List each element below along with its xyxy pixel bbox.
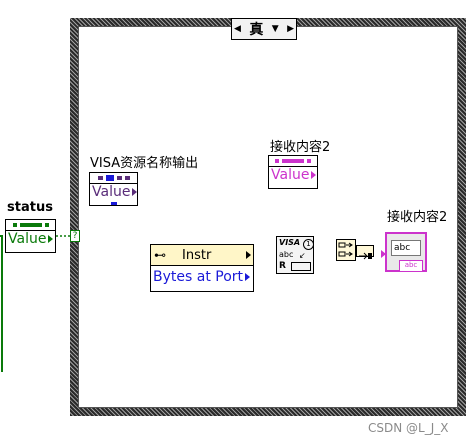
refnum-icon: ⊷: [154, 248, 166, 262]
case-selector[interactable]: ◀ 真 ▼ ▶: [231, 18, 297, 40]
visa-header-icon: [90, 173, 137, 184]
visa-name-value-node[interactable]: Value: [89, 172, 138, 206]
visa-read-node[interactable]: VISA 1 abc ↙ R: [276, 236, 314, 274]
indicator-type-badge: abc: [399, 260, 423, 272]
receive-indicator-node[interactable]: abc abc: [381, 232, 427, 272]
output-terminal-icon: [311, 171, 317, 179]
case-selector-value: 真: [249, 22, 264, 38]
status-header-icon: [6, 220, 55, 231]
receive-value-text: Value: [271, 167, 310, 183]
case-selector-tunnel[interactable]: ?: [70, 230, 80, 242]
status-value-node[interactable]: Value: [5, 219, 56, 253]
case-structure-interior: [78, 26, 458, 408]
property-out-icon: [245, 273, 251, 281]
receive-value-label: 接收内容2: [270, 140, 331, 155]
output-terminal-icon: [48, 235, 54, 243]
property-class-label: Instr: [182, 247, 212, 263]
property-bytes-at-port[interactable]: Bytes at Port: [153, 269, 244, 285]
string-function-node[interactable]: [356, 245, 374, 260]
visa-read-sub: abc: [279, 250, 294, 259]
probe-icon: ↙: [299, 251, 306, 260]
receive-header-icon: [269, 156, 317, 167]
decrement-arrow-icon[interactable]: ◀: [234, 23, 241, 34]
string-op-icon: [359, 252, 372, 260]
read-buffer-icon: [291, 262, 311, 271]
property-node[interactable]: ⊷ Instr Bytes at Port: [150, 244, 254, 292]
indicator-screen: abc: [391, 240, 421, 256]
dropdown-arrow-icon[interactable]: ▼: [271, 23, 279, 34]
receive-value-node[interactable]: Value: [268, 155, 318, 189]
refnum-out-icon: [246, 251, 251, 259]
status-value-text: Value: [8, 231, 47, 247]
timer-icon: 1: [303, 239, 314, 250]
increment-arrow-icon[interactable]: ▶: [287, 23, 294, 34]
status-label: status: [7, 200, 53, 215]
error-terminal-icon: [111, 202, 117, 205]
receive-indicator-label: 接收内容2: [387, 210, 448, 225]
concatenate-strings-node[interactable]: [336, 239, 356, 261]
output-terminal-icon: [132, 188, 137, 196]
visa-value-text: Value: [92, 184, 131, 200]
input-terminal-icon: [381, 250, 386, 258]
visa-name-label: VISA资源名称输出: [90, 156, 199, 171]
visa-read-mode: R: [279, 261, 286, 271]
concatenate-icon: [338, 242, 353, 257]
watermark: CSDN @L_J_X: [368, 421, 449, 435]
visa-read-title: VISA: [279, 238, 301, 247]
